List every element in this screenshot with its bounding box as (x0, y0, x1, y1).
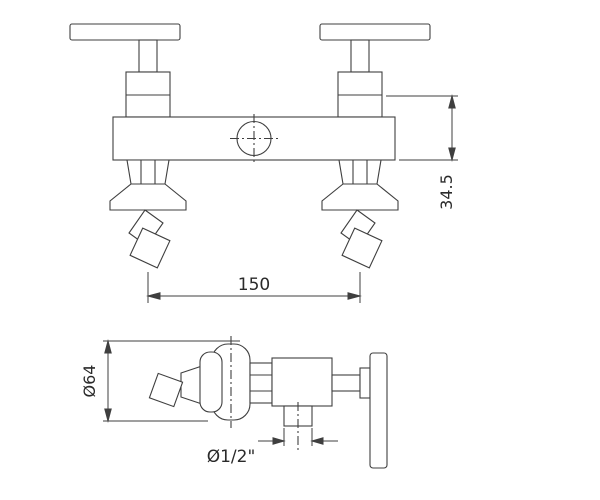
right-hex-nut (338, 159, 382, 185)
side-flange-cap (199, 351, 223, 413)
left-hex-nut (126, 159, 170, 185)
left-handle-stem (138, 39, 158, 73)
left-escutcheon (109, 183, 187, 211)
side-outlet-square (148, 372, 184, 408)
front-dimensions (146, 94, 458, 303)
dim-64-label: Ø64 (80, 365, 99, 398)
dim-half-arrow-left (272, 437, 286, 445)
dim-150-arrow-left (146, 292, 161, 300)
side-handle-bar (369, 352, 388, 469)
side-handle-hub (359, 367, 371, 399)
side-handle-stem (331, 374, 361, 392)
dim-half-label: Ø1/2" (207, 447, 256, 467)
left-handle-bar (69, 23, 181, 41)
dim-34-arrow-down (448, 147, 456, 162)
dim-64-arrow-up (104, 339, 112, 354)
dim-150-arrow-right (347, 292, 362, 300)
side-view (148, 336, 388, 469)
dim-34-label: 34.5 (437, 174, 456, 210)
side-hex-adapter (249, 362, 273, 404)
right-handle-bar (319, 23, 431, 41)
right-outlet-square (341, 227, 383, 269)
left-outlet-square (129, 227, 171, 269)
side-valve-body (271, 357, 333, 407)
side-spout-cone (180, 365, 203, 405)
side-dimensions (103, 339, 338, 446)
right-handle-stem (350, 39, 370, 73)
dim-64-arrow-down (104, 408, 112, 423)
dim-half-arrow-right (310, 437, 324, 445)
right-escutcheon (321, 183, 399, 211)
dim-34-arrow-up (448, 94, 456, 109)
front-view (69, 23, 431, 269)
dim-150-label: 150 (238, 275, 270, 295)
